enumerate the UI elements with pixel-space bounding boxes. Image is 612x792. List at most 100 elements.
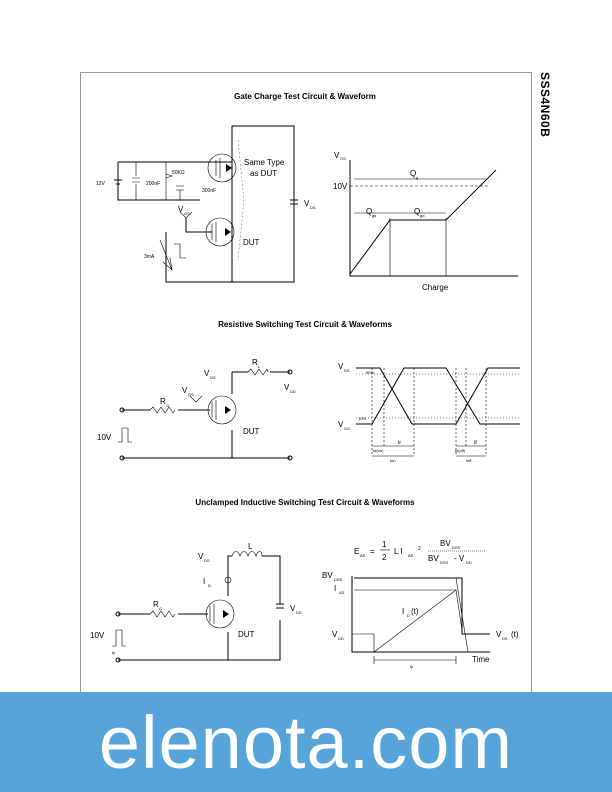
eq-minus-sub: DD <box>466 560 472 565</box>
uwf-vdd-label: V <box>332 630 338 639</box>
ui-vdd-label: V <box>290 604 296 613</box>
eq-top: BV <box>440 539 451 548</box>
rwf-10-label: 10% <box>358 416 366 421</box>
eq-minus: - V <box>454 554 465 563</box>
ui-vds-label: V <box>198 552 204 561</box>
rs-vgs-sub: GS <box>188 392 194 397</box>
eq-num: 1 <box>382 540 387 549</box>
wf-qg-label: Q <box>410 169 416 178</box>
rs-rg-sub: G <box>166 403 169 408</box>
eq-body-sub: AS <box>408 553 414 558</box>
wf-qgd-label: Q <box>414 207 420 216</box>
rs-rl-sub: L <box>258 364 261 369</box>
gate-charge-waveform: V GS 10V Q g Q gs Q gd Charge <box>333 151 518 292</box>
rwf-90-label: 90% <box>366 370 374 375</box>
ui-tp-label: tp <box>112 650 116 655</box>
unclamped-title: Unclamped Inductive Switching Test Circu… <box>195 498 415 507</box>
ui-vds-sub: DS <box>204 558 210 563</box>
uwf-time-label: Time <box>472 655 490 664</box>
uwf-ias-label: I <box>334 584 336 593</box>
rwf-vds-sub: DS <box>344 368 350 373</box>
unclamped-waveform: BV DSS I AS I D (t) V DD V DS (t) Time t… <box>322 571 519 669</box>
gc-dut-label: DUT <box>243 238 260 247</box>
rs-dut-label: DUT <box>243 427 260 436</box>
rwf-toff-label: toff <box>466 458 472 463</box>
resistive-circuit: V DS R L V GS R G V DD 10V DUT <box>97 358 296 461</box>
rwf-vds-label: V <box>338 362 344 371</box>
rwf-tr-label: tr <box>398 440 401 446</box>
eq-bot-sub: DSS <box>440 560 449 565</box>
ui-id-sub: D <box>208 583 211 588</box>
ui-dut-label: DUT <box>238 630 255 639</box>
uwf-bvdss-sub: DSS <box>334 577 343 582</box>
res-50k-label: 50KΩ <box>172 170 185 176</box>
wf-qg-sub: g <box>416 175 418 180</box>
as-dut-label: as DUT <box>250 169 277 178</box>
ui-rg-label: R <box>153 600 159 609</box>
resistive-title: Resistive Switching Test Circuit & Wavef… <box>218 320 392 329</box>
eq-body: L I <box>394 547 403 556</box>
uwf-vdst-t: (t) <box>511 630 519 639</box>
wf-qgs-label: Q <box>366 207 372 216</box>
ui-10v-label: 10V <box>90 631 105 640</box>
uwf-vdst-sub: DS <box>502 636 508 641</box>
rwf-vgs-label: V <box>338 420 344 429</box>
gate-charge-circuit: 12V 200nF 50KΩ 300nF V GS Same Type as D… <box>96 125 316 283</box>
uwf-vdd-sub: DD <box>338 636 344 641</box>
wf-vgs-label: V <box>334 151 340 160</box>
rwf-vgs-sub: GS <box>344 426 350 431</box>
part-number: SSS4N60B <box>538 72 552 138</box>
uwf-bvdss-label: BV <box>322 571 333 580</box>
eas-equation: E AS = 1 2 L I AS 2 BV DSS BV DSS - V DD <box>354 539 486 565</box>
uwf-tp-label: tp <box>410 664 414 669</box>
rwf-tf-label: tf <box>474 440 477 446</box>
eq-e: E <box>354 547 359 556</box>
current-3ma-label: 3mA <box>144 254 155 260</box>
rs-vdd-sub: DD <box>290 389 296 394</box>
rs-vds-label: V <box>204 369 210 378</box>
gc-vds-sub: DS <box>310 205 316 210</box>
uwf-idt-label: I <box>402 607 404 616</box>
wf-charge-label: Charge <box>422 283 449 292</box>
gc-vds-label: V <box>304 199 310 208</box>
gc-vgs-label: V <box>178 205 184 214</box>
eq-equals: = <box>370 547 375 556</box>
watermark-text: elenota.com <box>98 701 514 784</box>
rs-vdd-label: V <box>284 383 290 392</box>
ui-id-label: I <box>203 577 205 586</box>
rwf-tdoff-label: td(off) <box>455 448 466 453</box>
rwf-ton-label: ton <box>390 458 396 463</box>
rs-vgs-label: V <box>182 386 188 395</box>
rs-vds-sub: DS <box>210 375 216 380</box>
wf-10v-label: 10V <box>333 182 348 191</box>
wf-vgs-sub: GS <box>340 156 346 161</box>
rwf-tdon-label: td(on) <box>373 448 384 453</box>
supply-12v-label: 12V <box>96 181 106 187</box>
watermark-banner <box>0 692 612 792</box>
ui-rg-sub: G <box>159 606 162 611</box>
cap-200nf-label: 200nF <box>146 181 160 187</box>
gate-charge-title: Gate Charge Test Circuit & Waveform <box>234 92 376 101</box>
same-type-label: Same Type <box>244 158 285 167</box>
ui-vdd-sub: DD <box>296 610 302 615</box>
cap-300nf-label: 300nF <box>202 188 216 194</box>
ui-l-label: L <box>248 542 253 551</box>
eq-den: 2 <box>382 553 387 562</box>
uwf-idt-sub: D <box>407 613 410 618</box>
resistive-waveform: V DS 90% 10% V GS td(on) tr ton td(off) … <box>338 362 520 463</box>
uwf-ias-sub: AS <box>339 590 345 595</box>
eq-e-sub: AS <box>360 553 366 558</box>
uwf-vdst-label: V <box>496 630 502 639</box>
gc-vgs-sub: GS <box>184 211 190 216</box>
rs-rl-label: R <box>252 358 258 367</box>
wf-qgd-sub: gd <box>420 213 424 218</box>
uwf-idt-t: (t) <box>411 607 419 616</box>
rs-10v-label: 10V <box>97 433 112 442</box>
rs-rg-label: R <box>160 397 166 406</box>
eq-top-sub: DSS <box>452 545 461 550</box>
eq-bot: BV <box>428 554 439 563</box>
eq-sq: 2 <box>418 546 421 552</box>
wf-qgs-sub: gs <box>372 213 376 218</box>
unclamped-circuit: V DS L I D R G V DD 10V tp DUT <box>90 542 302 663</box>
